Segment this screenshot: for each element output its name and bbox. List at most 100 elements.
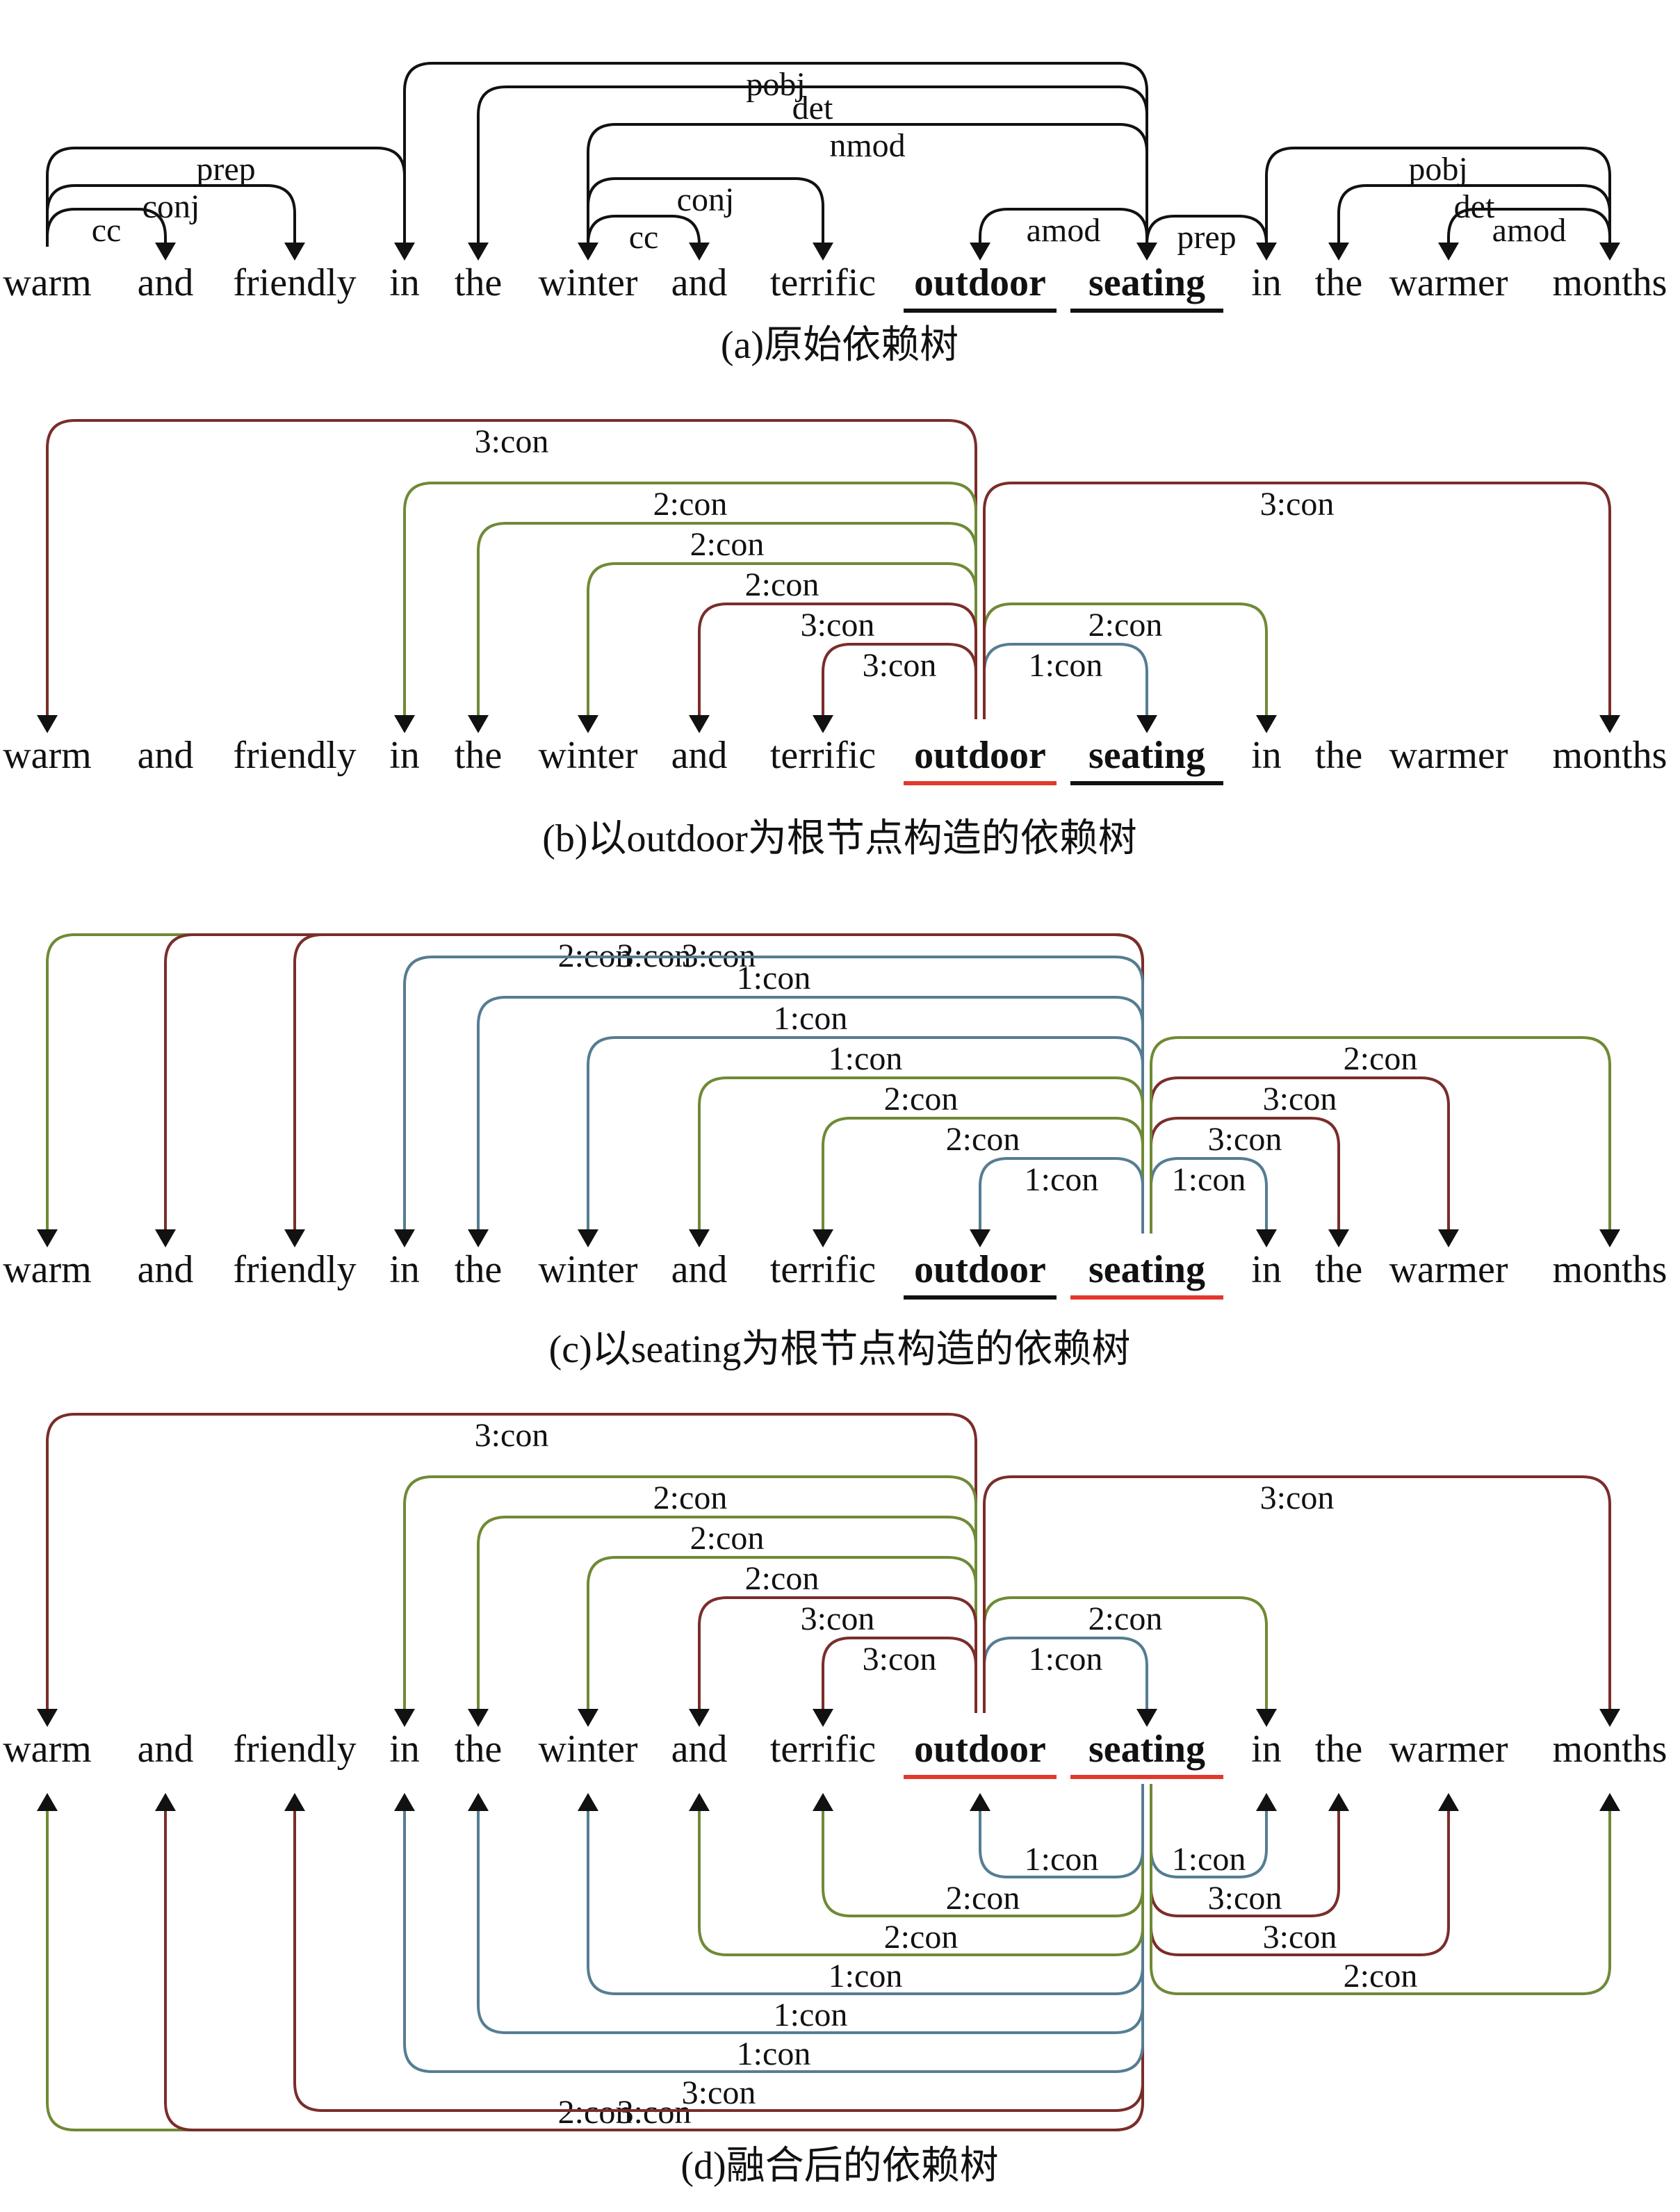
- arc-above-1-con-6: 1:con: [983, 1637, 1157, 1727]
- arc-below-3-con-11-label: 3:con: [1263, 1919, 1337, 1956]
- arc-1-con-6-line: [983, 643, 1148, 719]
- arc-3-con-11-arrowhead: [1438, 1229, 1459, 1247]
- arc-below-3-con-2: 3:con: [284, 1784, 1144, 2112]
- token-friendly: friendly: [233, 734, 356, 777]
- token-and: and: [138, 734, 194, 777]
- arc-above-3-con-0-line: [46, 1413, 977, 1713]
- token-warmer: warmer: [1389, 1728, 1508, 1771]
- panel-caption: (b)以outdoor为根节点构造的依赖树: [542, 817, 1137, 860]
- token-months: months: [1553, 734, 1667, 777]
- arc-below-1-con-5-arrowhead: [578, 1793, 598, 1811]
- arc-below-3-con-10-label: 3:con: [1208, 1880, 1282, 1917]
- arc-prep-0-arrowhead: [394, 243, 415, 261]
- arc-below-1-con-9-line: [1150, 1784, 1268, 1878]
- token-the: the: [455, 261, 502, 304]
- arc-amod-8-label: amod: [1027, 212, 1101, 249]
- token-the: the: [455, 734, 502, 777]
- arc-1-con-5: 1:con: [578, 1036, 1144, 1247]
- arc-cc-7-line: [587, 215, 701, 247]
- panel-caption: (c)以seating为根节点构造的依赖树: [549, 1328, 1131, 1371]
- arc-3-con-4-arrowhead: [689, 715, 710, 733]
- arc-above-1-con-6-line: [983, 1637, 1148, 1713]
- arc-pobj-3-label: pobj: [746, 66, 805, 103]
- arc-below-2-con-7-label: 2:con: [946, 1880, 1020, 1917]
- arc-above-2-con-3: 2:con: [578, 1556, 977, 1727]
- arc-pobj-3: pobj: [403, 62, 1157, 261]
- arc-cc-2-label: cc: [92, 212, 122, 249]
- arc-cc-2: cc: [46, 208, 176, 261]
- arc-2-con-1-arrowhead: [394, 715, 415, 733]
- token-friendly: friendly: [233, 1248, 356, 1291]
- arc-below-2-con-6: 2:con: [689, 1784, 1144, 1956]
- arc-prep-0: prep: [46, 147, 415, 261]
- arc-3-con-8-arrowhead: [1599, 715, 1620, 733]
- arc-1-con-9-line: [1150, 1157, 1268, 1234]
- token-months: months: [1553, 1728, 1667, 1771]
- arc-amod-8-arrowhead: [970, 243, 990, 261]
- token-the: the: [1315, 1728, 1362, 1771]
- arc-below-3-con-1-line: [164, 1784, 1144, 2131]
- arc-2-con-2-arrowhead: [468, 715, 489, 733]
- arc-3-con-1-line: [164, 933, 1144, 1234]
- arc-above-3-con-8-arrowhead: [1599, 1709, 1620, 1727]
- arc-2-con-2-label: 2:con: [690, 526, 765, 563]
- token-terrific: terrific: [770, 1728, 876, 1771]
- arc-below-2-con-0-arrowhead: [37, 1793, 58, 1811]
- arc-prep-9-label: prep: [1177, 219, 1236, 256]
- arc-above-3-con-5-arrowhead: [813, 1709, 833, 1727]
- arc-1-con-5-label: 1:con: [829, 1040, 903, 1077]
- arc-above-2-con-7: 2:con: [983, 1596, 1277, 1727]
- arc-pobj-3-line: [403, 62, 1148, 247]
- arc-1-con-3-line: [403, 956, 1144, 1234]
- arc-below-2-con-12-arrowhead: [1599, 1793, 1620, 1811]
- arc-above-2-con-2-label: 2:con: [690, 1520, 765, 1557]
- arc-conj-6-arrowhead: [813, 243, 833, 261]
- arc-2-con-12: 2:con: [1150, 1036, 1620, 1247]
- token-winter: winter: [538, 734, 637, 777]
- arc-3-con-2-line: [293, 933, 1144, 1234]
- token-and: and: [138, 1728, 194, 1771]
- arc-det-4-arrowhead: [468, 243, 489, 261]
- arc-2-con-7-label: 2:con: [946, 1121, 1020, 1158]
- arc-above-2-con-1: 2:con: [394, 1475, 977, 1727]
- arc-2-con-12-arrowhead: [1599, 1229, 1620, 1247]
- arc-det-11-arrowhead: [1328, 243, 1349, 261]
- arc-nmod-5-label: nmod: [829, 127, 905, 164]
- token-outdoor: outdoor: [914, 1728, 1046, 1771]
- token-warm: warm: [3, 1728, 92, 1771]
- arc-det-11-line: [1337, 184, 1611, 247]
- arc-above-3-con-0: 3:con: [37, 1413, 977, 1727]
- arc-2-con-2: 2:con: [468, 522, 977, 733]
- arc-above-3-con-4-arrowhead: [689, 1709, 710, 1727]
- arc-1-con-6-label: 1:con: [1029, 647, 1103, 684]
- arc-3-con-11-line: [1150, 1076, 1450, 1234]
- arc-2-con-7-arrowhead: [813, 1229, 833, 1247]
- arc-cc-2-line: [46, 208, 167, 247]
- arc-above-3-con-8: 3:con: [983, 1475, 1620, 1727]
- arc-prep-9-line: [1145, 215, 1268, 247]
- arc-1-con-6-arrowhead: [1136, 715, 1157, 733]
- token-friendly: friendly: [233, 1728, 356, 1771]
- arc-above-3-con-0-label: 3:con: [475, 1417, 549, 1454]
- arc-below-1-con-4: 1:con: [468, 1784, 1144, 2034]
- arc-cc-2-arrowhead: [155, 243, 176, 261]
- arc-3-con-10-label: 3:con: [1208, 1121, 1282, 1158]
- arc-below-3-con-2-label: 3:con: [682, 2074, 756, 2111]
- token-the: the: [455, 1248, 502, 1291]
- arc-2-con-7-label: 2:con: [1088, 607, 1163, 644]
- arc-below-1-con-8-arrowhead: [970, 1793, 990, 1811]
- arc-nmod-5: nmod: [578, 123, 1148, 261]
- arc-above-2-con-3-label: 2:con: [745, 1560, 819, 1597]
- token-and: and: [138, 261, 194, 304]
- arc-2-con-12-line: [1150, 1036, 1611, 1234]
- arc-above-3-con-4: 3:con: [689, 1596, 977, 1727]
- arc-below-3-con-11: 3:con: [1150, 1784, 1459, 1956]
- arc-1-con-9-label: 1:con: [1172, 1161, 1246, 1198]
- token-the: the: [1315, 261, 1362, 304]
- token-in: in: [1251, 1728, 1282, 1771]
- arc-below-1-con-3: 1:con: [394, 1784, 1144, 2073]
- arc-1-con-8-line: [979, 1157, 1144, 1234]
- arc-2-con-6-arrowhead: [689, 1229, 710, 1247]
